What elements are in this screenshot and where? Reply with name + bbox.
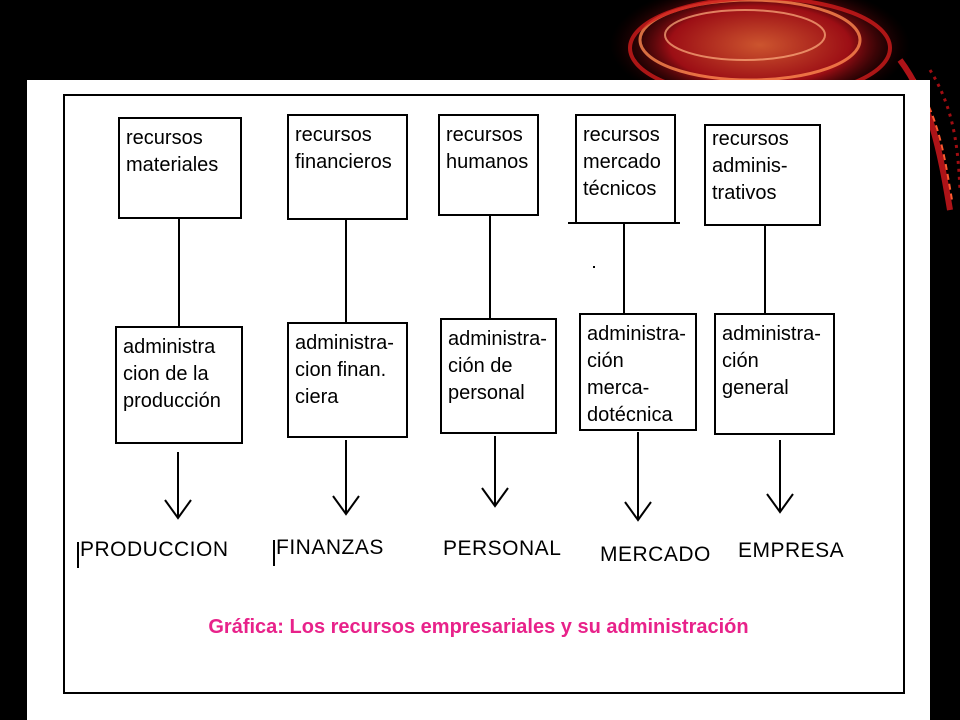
resource-box-mercado: recursos mercado técnicos: [575, 114, 676, 224]
stray-dot: [593, 266, 595, 268]
administration-box-mercadotecnica: administra- ción merca- dotécnica: [579, 313, 697, 431]
arrow-down-icon: [164, 452, 192, 520]
arrow-down-icon: [332, 440, 360, 516]
area-label-personal: PERSONAL: [443, 537, 562, 560]
label-tick: [77, 542, 79, 568]
arrow-down-icon: [624, 432, 652, 522]
administration-box-personal: administra- ción de personal: [440, 318, 557, 434]
resource-box-financieros: recursos financieros: [287, 114, 408, 220]
resource-box-materiales: recursos materiales: [118, 117, 242, 219]
resource-box-administrativos: recursos adminis- trativos: [704, 124, 821, 226]
administration-box-finanzas: administra- cion finan. ciera: [287, 322, 408, 438]
slide: recursos materiales administra cion de l…: [27, 80, 930, 720]
diagram-caption: Gráfica: Los recursos empresariales y su…: [208, 616, 749, 638]
area-label-finanzas: FINANZAS: [276, 536, 384, 559]
label-tick: [273, 540, 275, 566]
connector-line: [178, 219, 180, 327]
connector-line: [345, 220, 347, 324]
diagram-frame: [63, 94, 905, 694]
administration-box-general: administra- ción general: [714, 313, 835, 435]
arrow-down-icon: [766, 440, 794, 514]
administration-box-produccion: administra cion de la producción: [115, 326, 243, 444]
area-label-mercado: MERCADO: [600, 543, 711, 566]
connector-line: [764, 226, 766, 314]
connector-line: [623, 224, 625, 314]
resource-box-humanos: recursos humanos: [438, 114, 539, 216]
area-label-produccion: PRODUCCION: [80, 538, 229, 561]
arrow-down-icon: [481, 436, 509, 508]
underline-mark: [568, 222, 680, 224]
area-label-empresa: EMPRESA: [738, 539, 845, 562]
connector-line: [489, 216, 491, 319]
